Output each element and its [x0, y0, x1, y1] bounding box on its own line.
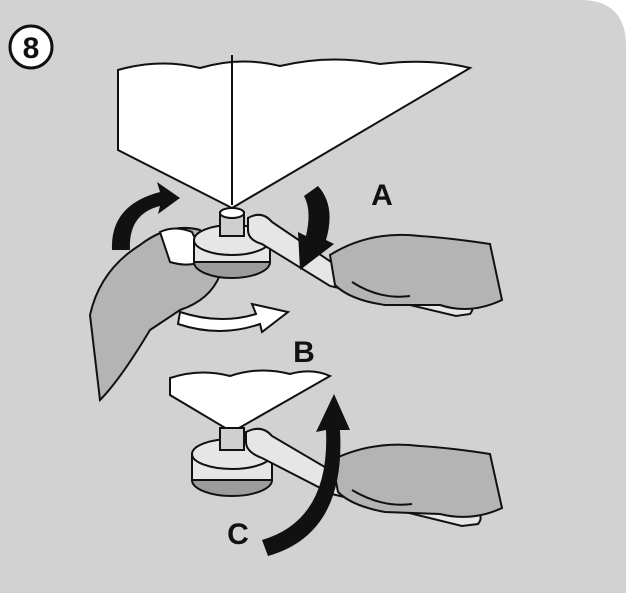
step-number: 8: [23, 32, 40, 65]
rotate-arrow-left: [111, 182, 180, 250]
blade-hub: [193, 207, 271, 279]
label-a: A: [371, 179, 393, 212]
deck-underside: [117, 58, 473, 210]
right-hand: [328, 233, 504, 310]
top-illustration: A: [88, 55, 504, 403]
direction-arrow-a: [298, 186, 334, 270]
direction-arrow-c: [262, 394, 350, 556]
label-c: C: [227, 518, 249, 551]
step-badge: 8: [8, 24, 54, 70]
label-b: B: [293, 336, 315, 369]
rotate-arrow-bottom: [176, 302, 291, 334]
deck-underside-small: [169, 369, 333, 434]
right-hand-small: [330, 443, 504, 518]
bottom-illustration: B C: [169, 336, 504, 556]
